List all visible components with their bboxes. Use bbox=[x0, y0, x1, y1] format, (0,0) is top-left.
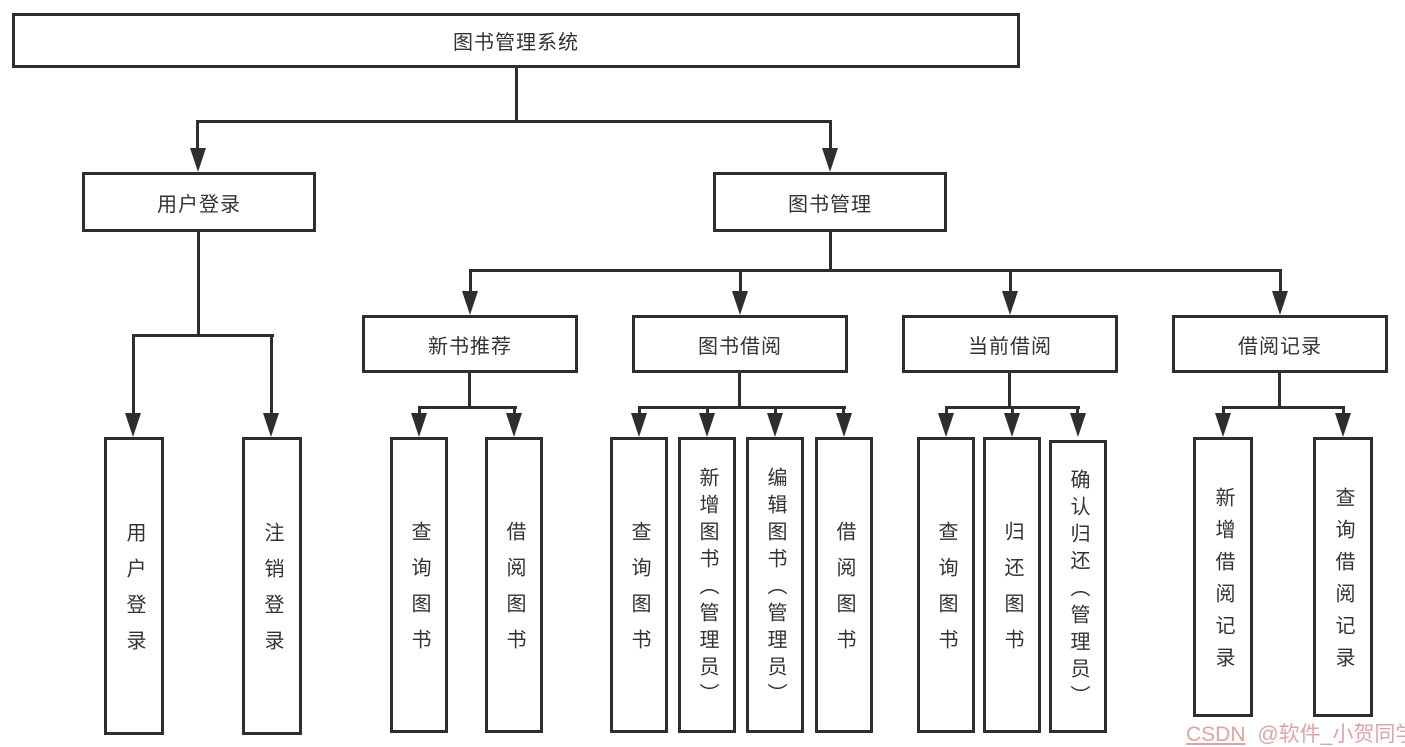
arrowhead-icon bbox=[1215, 413, 1231, 437]
node-user-login-label: 用户登录 bbox=[157, 193, 241, 216]
arrowhead-icon bbox=[462, 291, 478, 315]
connector-line bbox=[1342, 406, 1345, 416]
leaf-query-books-2: 查询图书 bbox=[610, 437, 668, 733]
connector-line bbox=[738, 373, 741, 409]
leaf-user-login: 用户登录 bbox=[104, 437, 164, 735]
leaf-borrow-books-2: 借阅图书 bbox=[815, 437, 873, 733]
arrowhead-icon bbox=[1070, 413, 1086, 437]
leaf-borrow-books-1-label: 借阅图书 bbox=[503, 521, 525, 665]
connector-line bbox=[132, 334, 274, 337]
node-root-label: 图书管理系统 bbox=[453, 32, 579, 54]
leaf-add-book-admin: 新增图书（管理员） bbox=[678, 437, 736, 733]
connector-line bbox=[1222, 406, 1225, 416]
watermark-brand: CSDN bbox=[1186, 723, 1246, 746]
node-new-book-recommend: 新书推荐 bbox=[362, 315, 578, 373]
leaf-add-borrow-record: 新增借阅记录 bbox=[1193, 437, 1253, 717]
arrowhead-icon bbox=[190, 148, 206, 172]
connector-line bbox=[132, 334, 135, 415]
leaf-query-borrow-record: 查询借阅记录 bbox=[1313, 437, 1373, 717]
connector-line bbox=[1076, 406, 1079, 416]
connector-line bbox=[774, 406, 777, 416]
connector-line bbox=[196, 120, 199, 150]
connector-line bbox=[829, 232, 832, 272]
node-borrow-records-label: 借阅记录 bbox=[1238, 335, 1322, 358]
arrowhead-icon bbox=[1004, 413, 1020, 437]
connector-line bbox=[945, 406, 948, 416]
arrowhead-icon bbox=[411, 413, 427, 437]
leaf-query-books-2-label: 查询图书 bbox=[628, 521, 650, 665]
connector-line bbox=[469, 269, 472, 294]
leaf-borrow-books-1: 借阅图书 bbox=[485, 437, 543, 733]
connector-line bbox=[1009, 269, 1012, 294]
watermark: CSDN @软件_小贺同学 bbox=[1186, 718, 1405, 747]
node-book-borrow-label: 图书借阅 bbox=[698, 335, 782, 358]
arrowhead-icon bbox=[1335, 413, 1351, 437]
leaf-user-login-label: 用户登录 bbox=[123, 522, 145, 666]
leaf-logout: 注销登录 bbox=[242, 437, 302, 735]
connector-line bbox=[1278, 373, 1281, 409]
leaf-query-books-1: 查询图书 bbox=[390, 437, 448, 733]
arrowhead-icon bbox=[506, 413, 522, 437]
leaf-edit-book-admin: 编辑图书（管理员） bbox=[746, 437, 804, 733]
connector-line bbox=[513, 406, 516, 416]
watermark-handle: @软件_小贺同学 bbox=[1257, 723, 1405, 746]
connector-line bbox=[1279, 269, 1282, 294]
connector-line bbox=[468, 373, 471, 409]
leaf-query-books-1-label: 查询图书 bbox=[408, 521, 430, 665]
leaf-edit-book-admin-label: 编辑图书（管理员） bbox=[764, 467, 786, 710]
arrowhead-icon bbox=[1272, 291, 1288, 315]
connector-line bbox=[469, 269, 1282, 272]
connector-line bbox=[196, 120, 832, 123]
connector-line bbox=[1222, 406, 1345, 409]
leaf-add-book-admin-label: 新增图书（管理员） bbox=[696, 467, 718, 710]
leaf-borrow-books-2-label: 借阅图书 bbox=[833, 521, 855, 665]
node-borrow-records: 借阅记录 bbox=[1172, 315, 1388, 373]
leaf-return-books-label: 归还图书 bbox=[1001, 521, 1023, 665]
connector-line bbox=[270, 334, 273, 415]
node-current-borrow-label: 当前借阅 bbox=[968, 335, 1052, 358]
node-user-login: 用户登录 bbox=[82, 172, 316, 232]
arrowhead-icon bbox=[732, 291, 748, 315]
node-book-management: 图书管理 bbox=[713, 172, 947, 232]
arrowhead-icon bbox=[631, 413, 647, 437]
leaf-confirm-return-admin-label: 确认归还（管理员） bbox=[1067, 468, 1089, 712]
connector-line bbox=[1008, 373, 1011, 409]
arrowhead-icon bbox=[938, 413, 954, 437]
connector-line bbox=[197, 232, 200, 337]
arrowhead-icon bbox=[125, 413, 141, 437]
arrowhead-icon bbox=[822, 148, 838, 172]
connector-line bbox=[739, 269, 742, 294]
leaf-query-books-3: 查询图书 bbox=[917, 437, 975, 733]
leaf-logout-label: 注销登录 bbox=[261, 522, 283, 666]
arrowhead-icon bbox=[699, 413, 715, 437]
node-root: 图书管理系统 bbox=[12, 13, 1020, 68]
node-new-book-recommend-label: 新书推荐 bbox=[428, 335, 512, 358]
connector-line bbox=[829, 120, 832, 150]
connector-line bbox=[515, 68, 518, 120]
node-current-borrow: 当前借阅 bbox=[902, 315, 1118, 373]
leaf-return-books: 归还图书 bbox=[983, 437, 1041, 733]
leaf-query-borrow-record-label: 查询借阅记录 bbox=[1332, 487, 1354, 679]
arrowhead-icon bbox=[1002, 291, 1018, 315]
leaf-query-books-3-label: 查询图书 bbox=[935, 521, 957, 665]
arrowhead-icon bbox=[836, 413, 852, 437]
node-book-borrow: 图书借阅 bbox=[632, 315, 848, 373]
connector-line bbox=[638, 406, 846, 409]
node-book-management-label: 图书管理 bbox=[788, 193, 872, 216]
connector-line bbox=[418, 406, 517, 409]
leaf-confirm-return-admin: 确认归还（管理员） bbox=[1049, 440, 1107, 733]
leaf-add-borrow-record-label: 新增借阅记录 bbox=[1212, 487, 1234, 679]
connector-line bbox=[706, 406, 709, 416]
arrowhead-icon bbox=[767, 413, 783, 437]
connector-line bbox=[1011, 406, 1014, 416]
connector-line bbox=[638, 406, 641, 416]
arrowhead-icon bbox=[263, 413, 279, 437]
connector-line bbox=[418, 406, 421, 416]
connector-line bbox=[842, 406, 845, 416]
